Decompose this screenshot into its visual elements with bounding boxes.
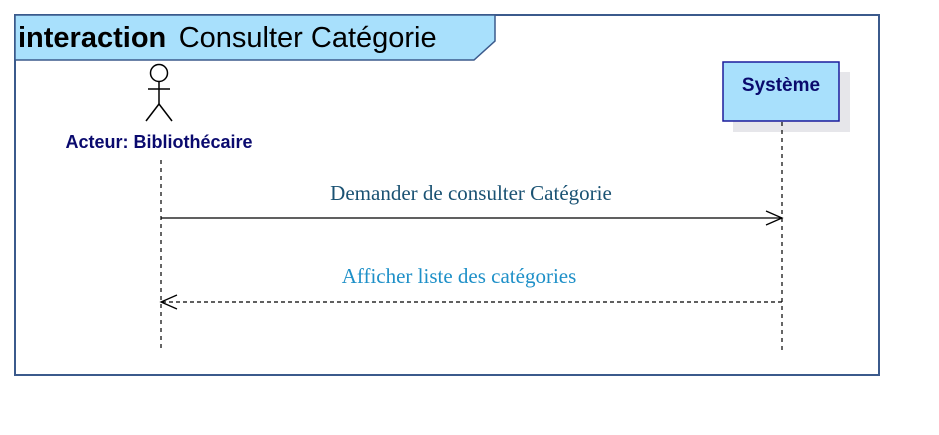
actor-left-leg: [145, 103, 160, 122]
message-request-arrowhead: [765, 210, 784, 226]
actor-label: Acteur: Bibliothécaire: [65, 132, 252, 152]
svg-text:interaction Consulter Ca: interaction Consulter Catégorie: [18, 22, 437, 54]
actor-right-leg: [158, 103, 173, 122]
actor-icon: [145, 63, 173, 122]
frame-tab-shape: [14, 14, 496, 61]
system-object-box: [722, 61, 840, 122]
message-reply: Afficher liste des catégories: [159, 264, 782, 310]
system-object-label: Système: [742, 75, 820, 96]
message-reply-arrowhead: [159, 294, 178, 310]
message-reply-label: Afficher liste des catégories: [342, 264, 577, 288]
message-request: Demander de consulter Catégorie: [161, 181, 784, 226]
frame-title: Consulter Catégorie: [179, 22, 437, 54]
frame-tab: interaction Consulter Catégorie: [14, 14, 496, 61]
message-request-label: Demander de consulter Catégorie: [330, 181, 612, 205]
frame-keyword: interaction: [18, 22, 166, 54]
actor-head: [149, 63, 169, 83]
